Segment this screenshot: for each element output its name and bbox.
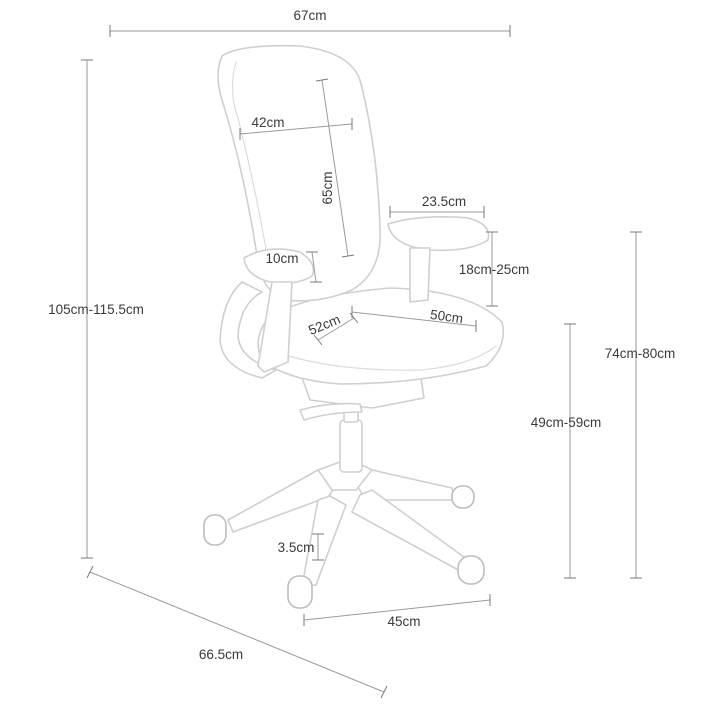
armrest-left <box>243 248 315 373</box>
caster-right <box>457 555 485 585</box>
total-depth-label: 66.5cm <box>199 647 243 662</box>
caster-left <box>203 514 227 546</box>
armrest-height-label: 74cm-80cm <box>605 346 676 361</box>
chair-base <box>203 461 485 609</box>
dimension-lines <box>81 25 642 699</box>
backrest <box>217 44 381 379</box>
base-width-label: 45cm <box>387 614 420 629</box>
backrest-width-label: 42cm <box>251 115 284 130</box>
caster-front <box>287 575 313 609</box>
total-height-label: 105cm-115.5cm <box>48 302 144 317</box>
chair-illustration <box>203 44 505 609</box>
seat-width-label: 50cm <box>429 307 464 326</box>
backrest-height-label: 65cm <box>320 171 335 204</box>
dimension-labels: 67cm 42cm 65cm 23.5cm 18cm-25cm 10cm 52c… <box>48 8 675 662</box>
caster-back <box>451 485 475 509</box>
gas-cylinder <box>339 405 363 473</box>
caster-height-label: 3.5cm <box>278 540 315 555</box>
armrest-adjust-label: 18cm-25cm <box>459 262 530 277</box>
armrest-right <box>387 216 490 303</box>
seat <box>257 287 505 385</box>
armrest-length-label: 23.5cm <box>422 194 466 209</box>
lumbar-depth-label: 10cm <box>265 251 298 266</box>
seat-height-label: 49cm-59cm <box>531 415 602 430</box>
total-width-label: 67cm <box>293 8 326 23</box>
